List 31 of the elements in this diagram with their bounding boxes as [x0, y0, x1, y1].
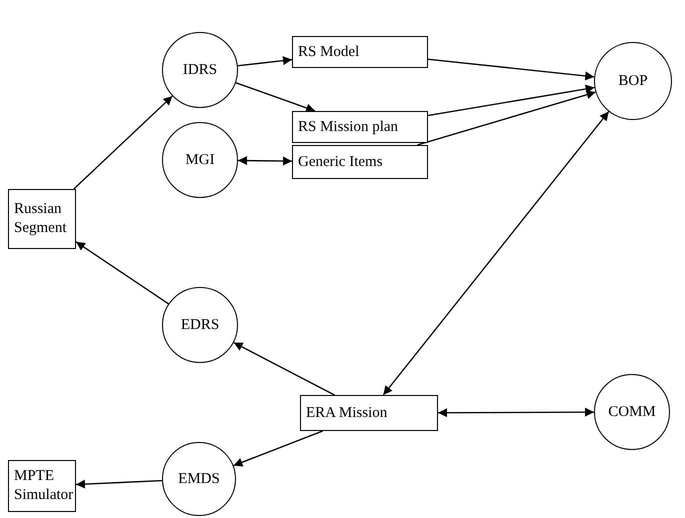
arrow	[236, 82, 316, 112]
node-label: ERA Mission	[306, 404, 388, 422]
process-box	[8, 460, 76, 512]
process-box	[292, 145, 428, 179]
node-label: MPTE Simulator	[14, 467, 74, 505]
node-label: Generic Items	[298, 152, 383, 172]
arrow	[238, 56, 292, 66]
arrow	[76, 480, 162, 489]
node-label: COMM	[608, 402, 656, 422]
node-label: RS Model	[298, 42, 360, 62]
arrow	[382, 111, 610, 396]
process-box	[292, 111, 428, 143]
node-label: MGI	[185, 150, 215, 170]
node-label: IDRS	[182, 60, 218, 80]
arrow	[233, 430, 323, 467]
node-label: Russian Segment	[14, 200, 68, 238]
process-box	[8, 189, 76, 249]
arrow	[417, 90, 596, 146]
arrow	[233, 342, 335, 396]
node-label: EMDS	[178, 470, 220, 488]
node-label: EDRS	[180, 316, 220, 334]
node-label: BOP	[618, 72, 648, 90]
arrow	[238, 156, 292, 166]
arrow	[428, 84, 595, 116]
arrow	[428, 58, 594, 80]
arrow	[76, 241, 169, 304]
arrow	[73, 96, 173, 190]
arrow	[438, 408, 594, 418]
process-box	[300, 395, 438, 431]
process-box	[292, 36, 428, 68]
node-label: RS Mission plan	[298, 118, 398, 136]
